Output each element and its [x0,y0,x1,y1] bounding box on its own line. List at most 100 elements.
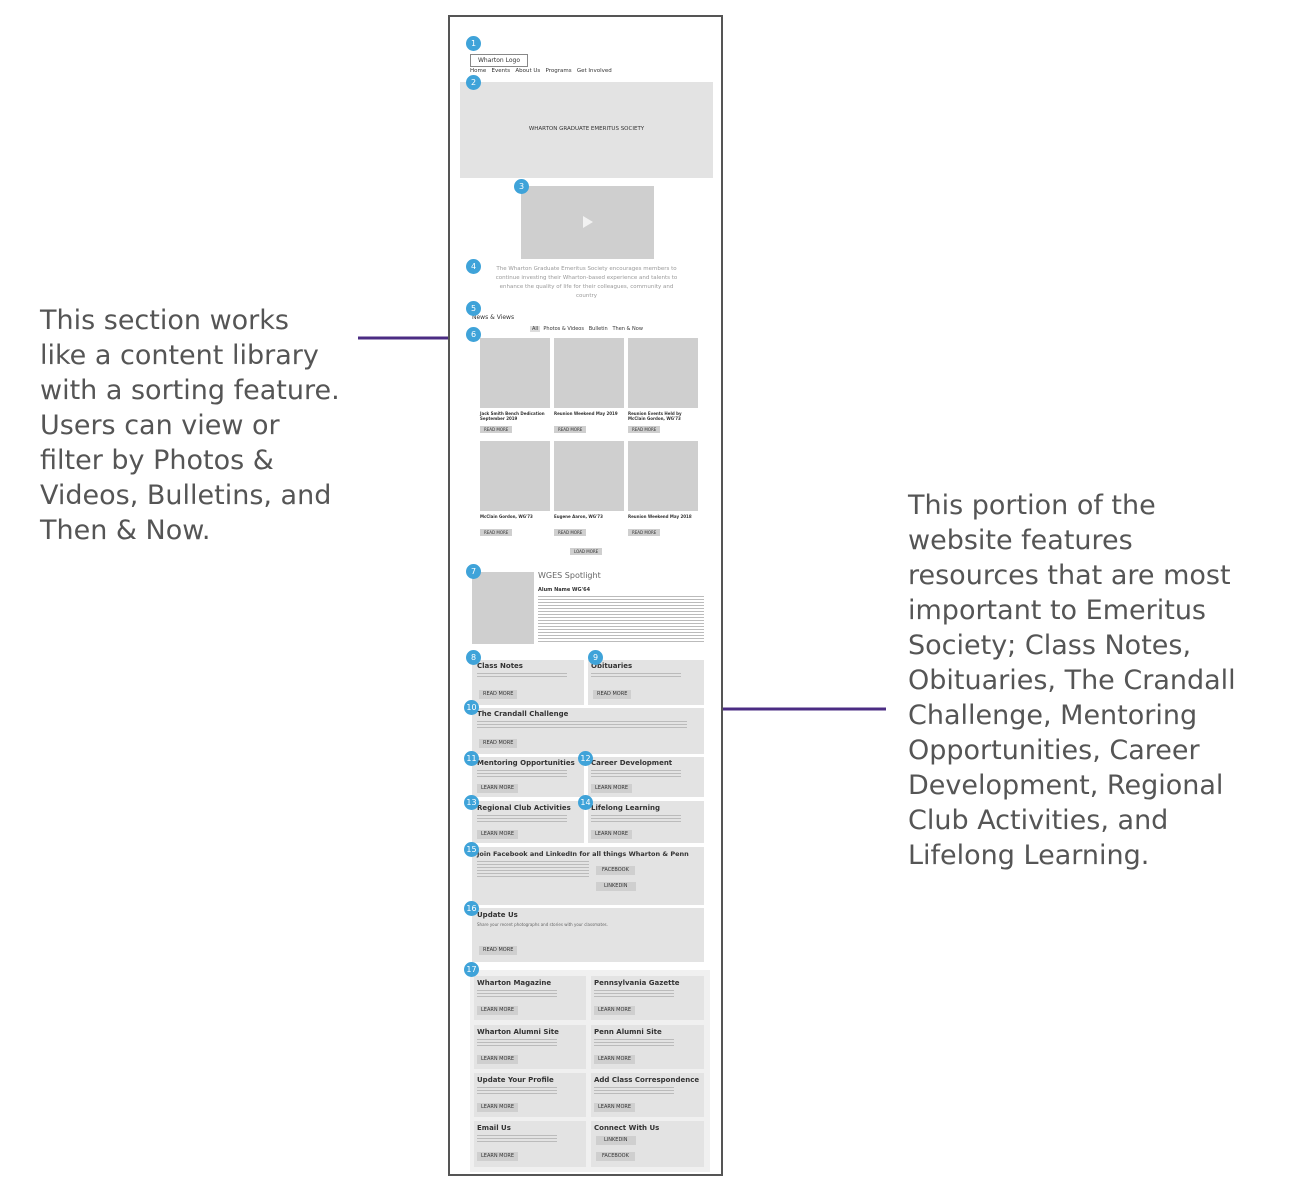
class-notes-read-more[interactable]: READ MORE [479,690,518,699]
footer-learn-more[interactable]: LEARN MORE [477,1006,519,1015]
news-card-read-more[interactable]: READ MORE [554,426,587,433]
news-card-title: Reunion Weekend May 2018 [628,514,692,519]
video-player[interactable] [521,186,654,259]
footer-learn-more[interactable]: LEARN MORE [477,1152,519,1161]
footer-learn-more[interactable]: LEARN MORE [477,1103,519,1112]
wireframe-frame: 1 Wharton Logo Home Events About Us Prog… [448,15,723,1176]
class-notes-text [477,673,567,679]
crandall-text [477,721,687,730]
career-learn-more[interactable]: LEARN MORE [591,784,633,793]
badge-2: 2 [466,75,481,90]
badge-12: 12 [578,751,593,766]
news-card-image[interactable] [554,338,624,408]
mentoring-title: Mentoring Opportunities [477,759,575,767]
badge-10: 10 [464,700,479,715]
footer-card-text [477,1135,557,1142]
footer-card-text [477,990,557,997]
intro-text: The Wharton Graduate Emeritus Society en… [495,266,678,299]
news-filters: All Photos & Videos Bulletin Then & Now [530,326,643,332]
news-card-read-more[interactable]: READ MORE [628,426,661,433]
badge-9: 9 [588,650,603,665]
footer-card-title: Email Us [477,1124,511,1132]
badge-5: 5 [466,301,481,316]
career-text [591,770,681,777]
footer-learn-more[interactable]: LEARN MORE [594,1055,636,1064]
news-card-read-more[interactable]: READ MORE [628,529,661,536]
footer-learn-more[interactable]: LEARN MORE [477,1055,519,1064]
badge-8: 8 [466,650,481,665]
badge-11: 11 [464,751,479,766]
lifelong-learn-more[interactable]: LEARN MORE [591,830,633,839]
badge-13: 13 [464,795,479,810]
crandall-read-more[interactable]: READ MORE [479,739,518,748]
filter-then-now[interactable]: Then & Now [612,326,643,332]
hero-banner: WHARTON GRADUATE EMERITUS SOCIETY [460,82,713,178]
nav-about[interactable]: About Us [515,68,541,74]
spotlight-photo [472,572,534,644]
footer-card-text [477,1087,557,1094]
regional-learn-more[interactable]: LEARN MORE [477,830,519,839]
mentoring-learn-more[interactable]: LEARN MORE [477,784,519,793]
footer-card-text [594,1039,674,1046]
news-card-read-more[interactable]: READ MORE [480,426,513,433]
spotlight-name: Alum Name WG'64 [538,587,591,593]
news-card-image[interactable] [480,441,550,511]
linkedin-button[interactable]: LINKEDIN [596,882,636,891]
footer-card-text [594,990,674,997]
filter-bulletin[interactable]: Bulletin [588,326,608,332]
filter-photos-videos[interactable]: Photos & Videos [543,326,584,332]
career-title: Career Development [591,759,673,767]
social-title: Join Facebook and LinkedIn for all thing… [477,850,689,858]
news-card-image[interactable] [480,338,550,408]
filter-all[interactable]: All [530,326,541,332]
facebook-button[interactable]: FACEBOOK [596,866,635,875]
mentoring-text [477,770,567,777]
crandall-title: The Crandall Challenge [477,710,569,718]
nav-get-involved[interactable]: Get Involved [576,68,612,74]
spotlight-body [538,596,704,643]
social-text [477,861,589,879]
nav-events[interactable]: Events [491,68,511,74]
footer-card-text [594,1087,674,1094]
nav-home[interactable]: Home [470,68,487,74]
footer-facebook-button[interactable]: FACEBOOK [596,1152,635,1161]
footer-card-title: Update Your Profile [477,1076,554,1084]
lifelong-text [591,815,681,822]
spotlight-title: WGES Spotlight [538,571,601,580]
badge-4: 4 [466,259,481,274]
news-card-read-more[interactable]: READ MORE [480,529,513,536]
lifelong-title: Lifelong Learning [591,804,661,812]
nav-programs[interactable]: Programs [545,68,572,74]
news-title: News & Views [472,314,515,321]
badge-15: 15 [464,842,479,857]
news-card-image[interactable] [554,441,624,511]
update-us-title: Update Us [477,911,518,919]
obituaries-read-more[interactable]: READ MORE [593,690,632,699]
badge-1: 1 [466,36,481,51]
news-card-title: Jack Smith Bench Dedication September 20… [480,411,545,421]
logo-placeholder: Wharton Logo [470,54,528,67]
annotation-left: This section works like a content librar… [40,305,340,546]
footer-learn-more[interactable]: LEARN MORE [594,1006,636,1015]
load-more-button[interactable]: LOAD MORE [570,548,603,555]
update-us-read-more[interactable]: READ MORE [479,946,518,955]
footer-card-title: Wharton Alumni Site [477,1028,559,1036]
news-card-image[interactable] [628,338,698,408]
badge-3: 3 [514,179,529,194]
badge-14: 14 [578,795,593,810]
footer-card-title: Connect With Us [594,1124,660,1132]
obituaries-text [591,673,681,679]
regional-title: Regional Club Activities [477,804,571,812]
play-icon[interactable] [583,216,593,228]
footer-card-title: Add Class Correspondence [594,1076,700,1084]
news-card-title: Eugene Aaron, WG'73 [554,514,603,519]
news-card-read-more[interactable]: READ MORE [554,529,587,536]
footer-linkedin-button[interactable]: LINKEDIN [596,1136,636,1145]
badge-6: 6 [466,327,481,342]
news-card-image[interactable] [628,441,698,511]
main-nav: Home Events About Us Programs Get Involv… [470,67,612,75]
footer-learn-more[interactable]: LEARN MORE [594,1103,636,1112]
news-card-title: Reunion Events Held by McClain Gordon, W… [628,411,682,421]
footer-card-title: Wharton Magazine [477,979,552,987]
news-card-title: McClain Gordon, WG'73 [480,514,533,519]
